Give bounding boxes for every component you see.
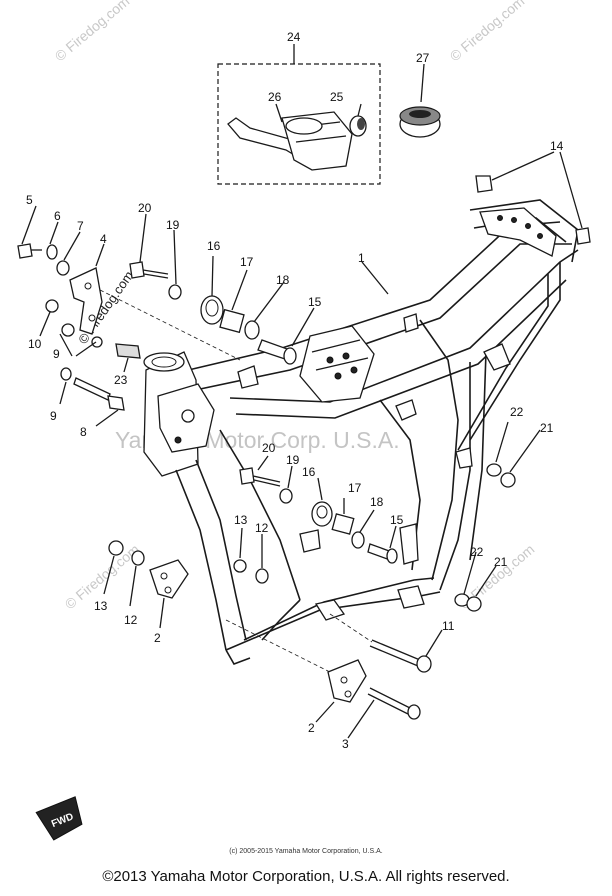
label-16a: 16	[207, 239, 221, 253]
label-13a: 13	[234, 513, 248, 527]
label-4: 4	[100, 232, 107, 246]
center-plate	[299, 325, 375, 403]
label-5: 5	[26, 193, 33, 207]
label-12a: 12	[255, 521, 269, 535]
label-9a: 9	[53, 347, 60, 361]
label-21a: 21	[540, 421, 554, 435]
label-23: 23	[114, 373, 128, 387]
label-18b: 18	[370, 495, 384, 509]
rear-bracket	[479, 207, 557, 257]
label-17b: 17	[348, 481, 362, 495]
cap-part-27	[399, 63, 441, 138]
watermarks: © Firedog.com © Firedog.com © Firedog.co…	[52, 0, 538, 612]
label-21b: 21	[494, 555, 508, 569]
label-25: 25	[330, 90, 344, 104]
tool-kit-dashed-box	[217, 63, 381, 185]
watermark-top-right: © Firedog.com	[447, 0, 528, 64]
label-20a: 20	[138, 201, 152, 215]
label-22a: 22	[510, 405, 524, 419]
label-17a: 17	[240, 255, 254, 269]
label-14: 14	[550, 139, 564, 153]
left-parts	[17, 205, 315, 427]
label-12b: 12	[124, 613, 138, 627]
label-2a: 2	[154, 631, 161, 645]
label-3: 3	[342, 737, 349, 751]
label-26: 26	[268, 90, 282, 104]
label-24: 24	[287, 30, 301, 44]
label-7: 7	[77, 219, 84, 233]
label-20b: 20	[262, 441, 276, 455]
part-labels: 24 27 26 25 14 5 20 6 19 7 4 16 1 17 18 …	[26, 30, 564, 751]
label-18a: 18	[276, 273, 290, 287]
label-9b: 9	[50, 409, 57, 423]
label-13b: 13	[94, 599, 108, 613]
label-19b: 19	[286, 453, 300, 467]
tool-kit-group	[217, 44, 381, 185]
label-16b: 16	[302, 465, 316, 479]
label-11: 11	[442, 619, 455, 633]
label-19a: 19	[166, 218, 180, 232]
label-15b: 15	[390, 513, 404, 527]
label-15a: 15	[308, 295, 322, 309]
main-frame	[143, 199, 579, 665]
engine-plate-left	[149, 559, 189, 599]
label-10: 10	[28, 337, 42, 351]
label-2b: 2	[308, 721, 315, 735]
fwd-badge: FWD	[35, 796, 83, 841]
copyright-main: ©2013 Yamaha Motor Corporation, U.S.A. A…	[102, 868, 510, 885]
watermark-top-left: © Firedog.com	[52, 0, 133, 64]
lower-parts	[103, 151, 591, 739]
copyright-small: (c) 2005-2015 Yamaha Motor Corporation, …	[229, 848, 383, 855]
label-6: 6	[54, 209, 61, 223]
label-27: 27	[416, 51, 430, 65]
label-22b: 22	[470, 545, 484, 559]
label-1: 1	[358, 251, 365, 265]
label-8: 8	[80, 425, 87, 439]
